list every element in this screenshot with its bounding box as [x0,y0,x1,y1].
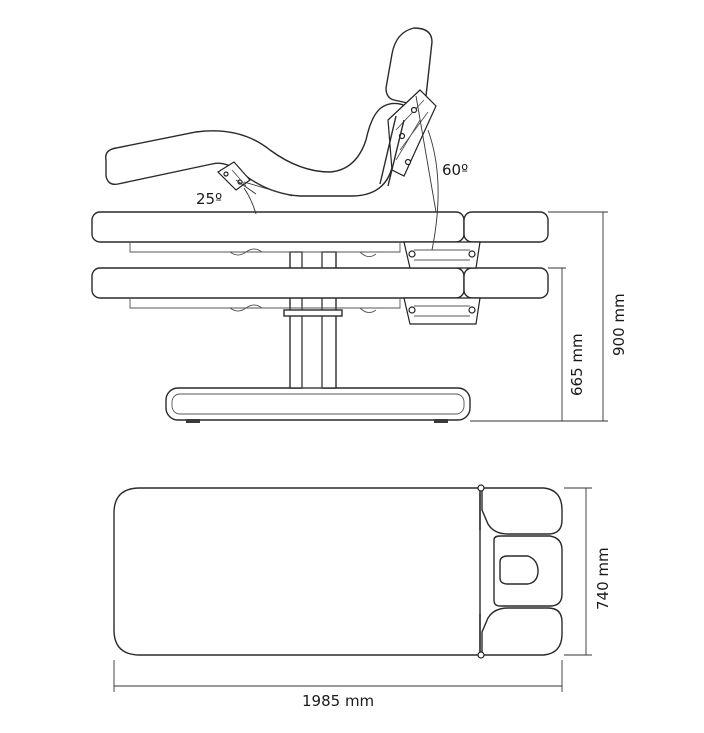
table-top-outline [113,484,563,659]
backrest-angle-label: 60º [442,161,468,179]
table-top-raised [91,211,549,269]
table-top-lowered [91,267,549,325]
min-height-label: 665 mm [568,333,586,396]
length-dimension-lines [113,660,563,692]
legrest-angle-label: 25º [196,190,222,208]
angle-indicators [235,95,439,251]
width-label: 740 mm [594,547,612,610]
table-base [165,387,471,423]
top-view: 740 mm 1985 mm [113,484,612,710]
width-dimension-lines [564,487,592,656]
reclined-upholstery [105,27,437,197]
side-view: 25º 60º 665 mm 900 mm [91,27,628,423]
max-height-label: 900 mm [610,293,628,356]
length-label: 1985 mm [302,692,374,710]
height-dimension-lines [470,211,608,422]
